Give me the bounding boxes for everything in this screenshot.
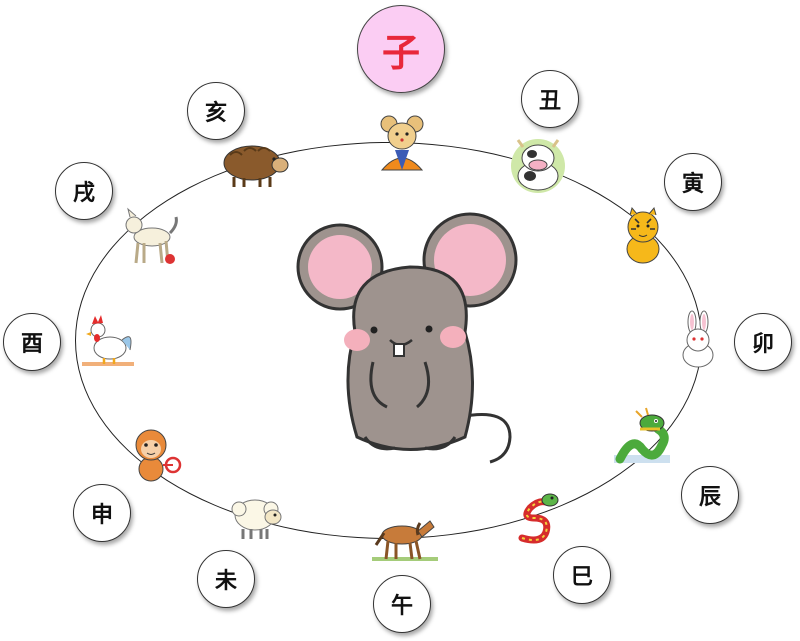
center-rat-icon xyxy=(296,212,518,464)
sheep-icon[interactable] xyxy=(225,483,285,543)
sign-bubble-ox[interactable]: 丑 xyxy=(521,70,579,128)
boar-icon[interactable] xyxy=(218,133,290,193)
dragon-icon[interactable] xyxy=(612,405,672,465)
sign-bubble-rabbit[interactable]: 卯 xyxy=(734,313,792,371)
rat-icon[interactable] xyxy=(372,112,432,172)
sign-bubble-snake[interactable]: 巳 xyxy=(553,546,611,604)
sign-bubble-dog[interactable]: 戌 xyxy=(55,162,113,220)
tiger-icon[interactable] xyxy=(613,205,673,265)
rooster-icon[interactable] xyxy=(78,310,138,370)
snake-icon[interactable] xyxy=(512,488,572,548)
sign-bubble-monkey[interactable]: 申 xyxy=(73,484,131,542)
sign-bubble-tiger[interactable]: 寅 xyxy=(664,153,722,211)
ox-icon[interactable] xyxy=(508,136,568,196)
monkey-icon[interactable] xyxy=(125,425,185,485)
sign-bubble-rat[interactable]: 子 xyxy=(357,5,445,93)
sign-bubble-horse[interactable]: 午 xyxy=(373,575,431,633)
rabbit-icon[interactable] xyxy=(668,310,728,370)
sign-bubble-boar[interactable]: 亥 xyxy=(187,82,245,140)
horse-icon[interactable] xyxy=(370,505,440,565)
dog-icon[interactable] xyxy=(120,207,180,267)
sign-bubble-dragon[interactable]: 辰 xyxy=(681,466,739,524)
sign-bubble-rooster[interactable]: 酉 xyxy=(3,313,61,371)
sign-bubble-sheep[interactable]: 未 xyxy=(197,550,255,608)
